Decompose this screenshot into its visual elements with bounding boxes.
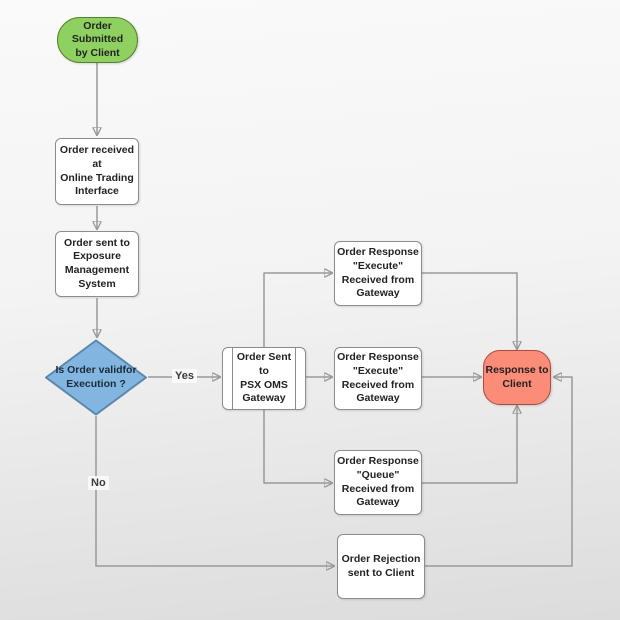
predefined-process-left-bar — [232, 348, 233, 409]
edge-gateway-to-execute-top — [263, 273, 332, 347]
node-order-sent-psx: Order Sent to PSX OMS Gateway — [222, 347, 306, 410]
node-order-submitted: Order Submitted by Client — [57, 17, 138, 63]
node-response-queue: Order Response "Queue" Received from Gat… — [334, 450, 422, 515]
node-response-execute-mid-label: Order Response "Execute" Received from G… — [337, 351, 419, 405]
edge-queue-to-response — [422, 406, 517, 484]
node-response-queue-label: Order Response "Queue" Received from Gat… — [337, 455, 419, 509]
node-response-execute-mid: Order Response "Execute" Received from G… — [334, 347, 422, 410]
node-response-to-client-label: Response to Client — [485, 363, 549, 390]
edge-gateway-to-queue — [263, 410, 332, 483]
node-response-execute-top: Order Response "Execute" Received from G… — [334, 241, 422, 306]
node-order-received: Order received at Online Trading Interfa… — [55, 138, 139, 205]
node-response-execute-top-label: Order Response "Execute" Received from G… — [337, 246, 419, 300]
node-is-order-valid: Is Order validfor Execution ? — [44, 339, 148, 416]
node-order-submitted-label: Order Submitted by Client — [71, 19, 124, 59]
edge-label-no: No — [88, 476, 109, 490]
node-order-sent-ems-label: Order sent to Exposure Management System — [64, 236, 130, 290]
node-response-to-client: Response to Client — [483, 350, 551, 405]
edge-rejection-to-response — [425, 377, 573, 567]
edge-decision-no — [95, 416, 334, 566]
diamond-shape — [45, 339, 147, 416]
node-order-received-label: Order received at Online Trading Interfa… — [59, 144, 135, 198]
node-order-rejection-label: Order Rejection sent to Client — [341, 552, 421, 579]
node-is-order-valid-label: Is Order validfor Execution ? — [55, 363, 137, 390]
edge-execute-top-to-response — [422, 272, 517, 349]
node-order-sent-ems: Order sent to Exposure Management System — [55, 231, 139, 297]
node-order-rejection: Order Rejection sent to Client — [337, 534, 425, 599]
node-order-sent-psx-label: Order Sent to PSX OMS Gateway — [236, 351, 292, 405]
predefined-process-right-bar — [295, 348, 296, 409]
edge-label-yes: Yes — [172, 369, 197, 383]
